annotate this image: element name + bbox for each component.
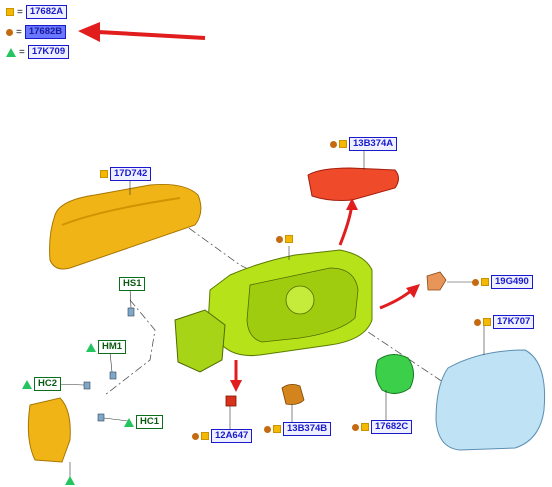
callout-HM1: HM1 [86,340,127,354]
highlight-arrow [78,22,206,42]
callout-19G490: 19G490 [472,275,533,289]
part-label[interactable]: 17D742 [110,167,152,181]
circle-icon [352,423,359,431]
circle-icon [330,140,337,148]
part-label[interactable]: 13B374A [349,137,398,151]
mirror-cover-part [49,184,202,270]
triangle-icon [65,476,75,485]
part-label[interactable]: 12A647 [211,429,253,443]
circle-icon [474,318,481,326]
part-label[interactable]: 19G490 [491,275,533,289]
triangle-icon [124,417,134,427]
square-icon [483,318,491,326]
part-label[interactable]: HC1 [136,415,164,429]
legend-code[interactable]: 17K709 [27,45,70,59]
red-arrow-motor [379,288,413,310]
red-arrow-lamp [338,203,354,246]
turn-signal-lamp-part [307,167,399,201]
motor-part [426,271,447,291]
circle-icon [276,235,283,243]
square-icon [201,432,209,440]
part-label[interactable]: HC2 [34,377,62,391]
legend-equals: = [16,26,22,38]
callout-bottom-triangle [65,476,75,485]
square-icon [6,8,14,16]
callout-HS1: HS1 [119,277,146,291]
square-icon [481,278,489,286]
square-icon [100,170,108,178]
circle-icon [192,432,199,440]
circle-icon [6,28,13,36]
circle-icon [264,425,271,433]
legend-row: = 17682B [6,25,67,39]
circle-icon [472,278,479,286]
small-parts [27,307,305,463]
square-icon [285,235,293,243]
square-icon [361,423,369,431]
part-label[interactable]: 17682C [371,420,413,434]
callout-mirror-housing [276,235,293,243]
callout-12A647: 12A647 [192,429,253,443]
legend-equals: = [17,6,23,18]
legend-code-highlighted[interactable]: 17682B [24,25,67,39]
legend-code[interactable]: 17682A [25,5,68,19]
triangle-icon [6,47,16,57]
legend-equals: = [19,46,25,58]
part-label[interactable]: HS1 [119,277,146,291]
legend-row: = 17682A [6,5,68,19]
actuator-part [375,354,414,394]
red-arrowhead-motor [406,284,420,298]
triangle-icon [86,342,96,352]
part-label[interactable]: HM1 [98,340,127,354]
red-arrowhead-lamp [346,198,358,210]
red-arrowhead-down [230,380,242,392]
callout-17K707: 17K707 [474,315,535,329]
callout-13B374B: 13B374B [264,422,332,436]
callout-HC1: HC1 [124,415,164,429]
square-icon [339,140,347,148]
mirror-glass-part [435,349,546,451]
legend-row: = 17K709 [6,45,70,59]
part-label[interactable]: 17K707 [493,315,535,329]
callout-HC2: HC2 [22,377,62,391]
leader-lines [55,143,485,478]
callout-13B374A: 13B374A [330,137,398,151]
square-icon [273,425,281,433]
callout-17D742: 17D742 [100,167,152,181]
callout-17682C: 17682C [352,420,413,434]
mirror-housing-part [174,249,373,373]
part-label[interactable]: 13B374B [283,422,332,436]
triangle-icon [22,379,32,389]
